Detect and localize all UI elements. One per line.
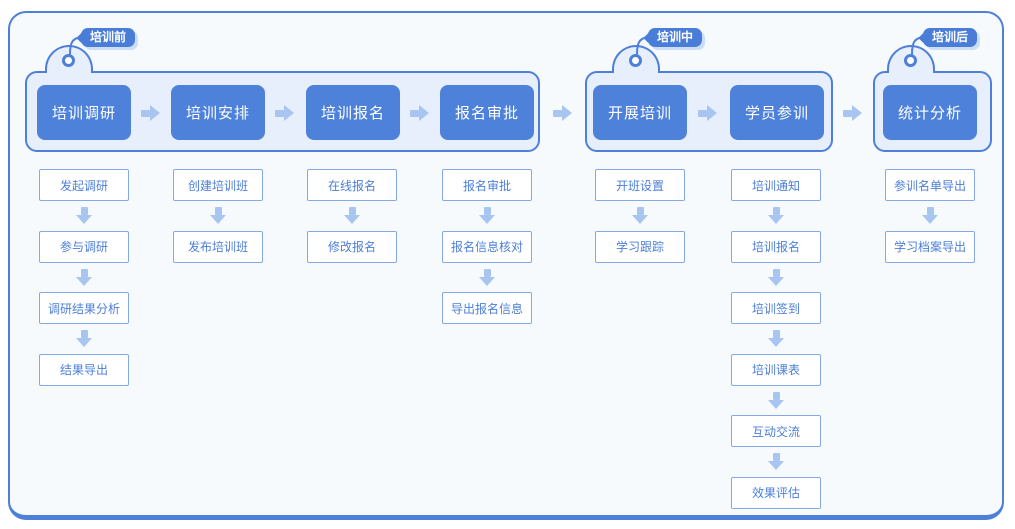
sub-step-box: 报名信息核对 — [442, 230, 532, 263]
phase-tag-assembly: 培训后 — [887, 28, 1007, 76]
right-arrow-icon — [843, 105, 862, 121]
main-step-block: 报名审批 — [440, 85, 534, 140]
sub-step-box: 培训课表 — [731, 353, 821, 386]
down-arrow-icon — [76, 268, 92, 286]
substep-column-survey: 发起调研 参与调研 调研结果分析 结果导出 — [39, 169, 129, 386]
sub-step-box: 互动交流 — [731, 415, 821, 447]
tag-grommet-icon — [629, 54, 642, 67]
down-arrow-icon — [76, 207, 92, 225]
phase-tag-assembly: 培训中 — [612, 28, 732, 76]
down-arrow-icon — [768, 453, 784, 471]
down-arrow-icon — [344, 207, 360, 225]
substep-column-conduct: 开班设置 学习跟踪 — [595, 169, 685, 263]
tag-grommet-icon — [62, 54, 75, 67]
sub-step-box: 结果导出 — [39, 353, 129, 386]
sub-step-box: 培训报名 — [731, 230, 821, 263]
main-step-block: 学员参训 — [730, 85, 824, 140]
phase-tag: 培训前 — [81, 28, 136, 47]
sub-step-box: 在线报名 — [307, 169, 397, 201]
down-arrow-icon — [768, 268, 784, 286]
substep-column-arrange: 创建培训班 发布培训班 — [173, 169, 263, 263]
sub-step-box: 参与调研 — [39, 230, 129, 263]
down-arrow-icon — [922, 207, 938, 225]
right-arrow-icon — [141, 105, 160, 121]
sub-step-box: 修改报名 — [307, 230, 397, 263]
sub-step-box: 导出报名信息 — [442, 292, 532, 324]
sub-step-box: 发起调研 — [39, 169, 129, 201]
right-arrow-icon — [553, 105, 572, 121]
main-step-block: 培训安排 — [171, 85, 265, 140]
sub-step-box: 效果评估 — [731, 476, 821, 509]
tag-grommet-icon — [904, 54, 917, 67]
substep-column-approval: 报名审批 报名信息核对 导出报名信息 — [442, 169, 532, 324]
sub-step-box: 学习档案导出 — [885, 230, 975, 263]
substep-column-signup: 在线报名 修改报名 — [307, 169, 397, 263]
substep-column-statistics: 参训名单导出 学习档案导出 — [885, 169, 975, 263]
sub-step-box: 报名审批 — [442, 169, 532, 201]
right-arrow-icon — [275, 105, 294, 121]
phase-tag-assembly: 培训前 — [45, 28, 165, 76]
substep-column-participate: 培训通知 培训报名 培训签到 培训课表 互动交流 效果评估 — [731, 169, 821, 509]
right-arrow-icon — [698, 105, 717, 121]
main-step-block: 培训报名 — [306, 85, 400, 140]
sub-step-box: 培训通知 — [731, 169, 821, 201]
down-arrow-icon — [210, 207, 226, 225]
sub-step-box: 开班设置 — [595, 169, 685, 201]
phase-tag: 培训后 — [923, 28, 978, 47]
main-step-block: 培训调研 — [37, 85, 131, 140]
down-arrow-icon — [768, 391, 784, 409]
sub-step-box: 学习跟踪 — [595, 230, 685, 263]
main-step-block: 开展培训 — [593, 85, 687, 140]
down-arrow-icon — [768, 207, 784, 225]
sub-step-box: 发布培训班 — [173, 230, 263, 263]
main-step-block: 统计分析 — [883, 85, 977, 140]
down-arrow-icon — [479, 207, 495, 225]
down-arrow-icon — [632, 207, 648, 225]
down-arrow-icon — [479, 268, 495, 286]
sub-step-box: 创建培训班 — [173, 169, 263, 201]
sub-step-box: 参训名单导出 — [885, 169, 975, 201]
down-arrow-icon — [768, 330, 784, 348]
phase-tag: 培训中 — [648, 28, 703, 47]
sub-step-box: 调研结果分析 — [39, 292, 129, 324]
down-arrow-icon — [76, 330, 92, 348]
right-arrow-icon — [410, 105, 429, 121]
sub-step-box: 培训签到 — [731, 292, 821, 324]
